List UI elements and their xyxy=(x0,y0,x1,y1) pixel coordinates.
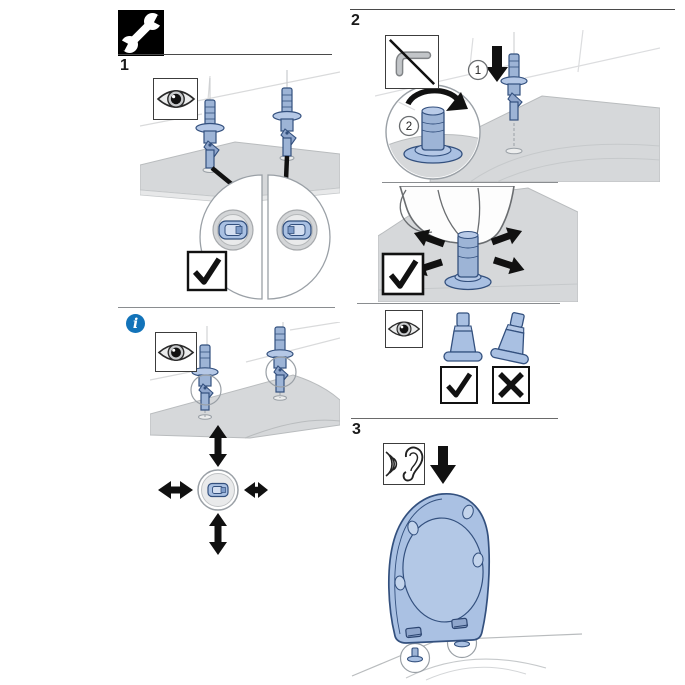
rotate-arrow-head xyxy=(446,92,468,111)
step3-number: 3 xyxy=(352,421,361,438)
right-callout-leader xyxy=(283,155,290,181)
wrong-mark-box xyxy=(492,366,530,404)
step3-header-rule xyxy=(351,418,558,419)
plug-orientation-examples xyxy=(443,310,538,366)
step2-number: 2 xyxy=(351,12,360,29)
seat-inner-ring xyxy=(402,517,484,623)
seat-bumpers xyxy=(394,504,484,591)
info-icon: i xyxy=(126,314,145,333)
correct-mark-box xyxy=(186,250,228,292)
wall-tile-lines xyxy=(150,322,340,381)
observe-box-step2 xyxy=(385,310,423,348)
step3-seat-illustration xyxy=(351,493,582,681)
step2-insert-illustration: 1 2 xyxy=(375,30,660,182)
right-fixing-bolt xyxy=(272,87,302,157)
check-icon xyxy=(446,372,473,398)
eye-icon xyxy=(387,321,421,337)
step1-number: 1 xyxy=(120,57,129,74)
substep1-badge: 1 xyxy=(467,59,489,81)
step2-header-rule xyxy=(350,9,675,10)
observe-box-step1 xyxy=(153,78,198,120)
anchor-underside xyxy=(207,482,229,498)
left-anchor-highlight-circle xyxy=(190,374,222,406)
step2-divider-1 xyxy=(382,182,558,183)
left-anchor-underside xyxy=(218,220,248,240)
ceramic-surface xyxy=(150,374,340,439)
check-icon xyxy=(388,259,419,289)
wrench-icon xyxy=(118,10,164,56)
svg-text:1: 1 xyxy=(475,65,481,77)
screwed-in-bolt xyxy=(403,106,463,164)
rotate-arrow xyxy=(405,87,461,106)
bowl-rim-line xyxy=(244,419,340,439)
info-alignment-illustration xyxy=(150,322,340,555)
right-anchor-highlight-circle xyxy=(265,356,297,388)
step2-press-illustration xyxy=(378,186,578,302)
seat-rim-line xyxy=(394,498,443,635)
step2-divider-2 xyxy=(357,303,560,304)
info-glyph: i xyxy=(132,315,139,332)
installed-bolt xyxy=(444,230,492,291)
four-way-move-arrows xyxy=(158,425,268,555)
plug-upright xyxy=(443,312,483,362)
step1-illustration xyxy=(140,70,340,300)
bowl-rim-lines xyxy=(469,143,660,182)
check-icon xyxy=(192,257,222,285)
cross-icon xyxy=(498,372,524,398)
hex-key-crossed-icon xyxy=(388,38,436,86)
ear-icon xyxy=(385,446,424,482)
correct-mark-box xyxy=(440,366,478,404)
eye-icon xyxy=(156,90,195,108)
eye-icon xyxy=(157,343,195,361)
observe-box-info xyxy=(155,332,197,372)
hand-tighten-callout: 2 xyxy=(385,84,481,180)
svg-text:2: 2 xyxy=(406,121,412,133)
substep2-badge: 2 xyxy=(398,115,420,137)
down-arrow xyxy=(486,46,508,82)
tools-required-box xyxy=(118,10,164,56)
down-arrow xyxy=(430,446,456,484)
anchor-position-circle xyxy=(197,469,239,511)
step1-header-rule xyxy=(118,54,332,55)
fixing-hole xyxy=(505,147,523,155)
listen-box xyxy=(383,443,425,485)
no-tool-box xyxy=(385,35,439,89)
left-divider xyxy=(118,307,335,308)
left-screw-callout xyxy=(399,642,431,674)
right-anchor-underside xyxy=(282,220,312,240)
plug-tilted xyxy=(489,310,538,366)
toilet-seat-lid xyxy=(388,493,491,644)
seat-hinges xyxy=(405,617,469,639)
correct-mark-box xyxy=(381,252,425,296)
fixing-bolt xyxy=(500,53,528,121)
